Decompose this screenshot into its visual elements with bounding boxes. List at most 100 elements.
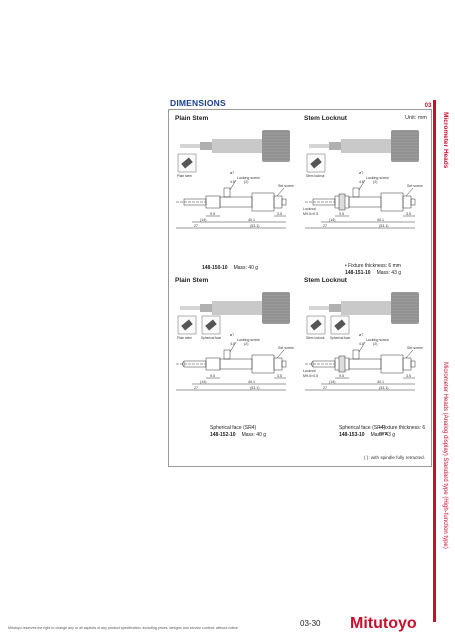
spherical-face-note: Spherical face (SR4)	[339, 425, 386, 431]
dimension-drawing	[305, 179, 416, 229]
mass-value: Mass: 43 g	[376, 270, 402, 276]
dimension-drawing	[176, 179, 287, 229]
dim-4-6: 4.6	[230, 180, 235, 184]
panel-title: Stem Locknut	[304, 115, 347, 122]
dim-27: 27	[323, 386, 327, 390]
dim-14: (14)	[200, 380, 206, 384]
stem-photo	[329, 304, 341, 312]
dim-3-5: 3.5	[277, 212, 282, 216]
dim-2: (2)	[373, 180, 377, 184]
locking-screw-label: Locking screw	[237, 176, 260, 180]
stem-photo	[329, 142, 341, 150]
sleeve-photo	[212, 301, 262, 315]
model-number: 148-152-10	[210, 432, 236, 438]
spherical-face-note: Spherical face (SR4)	[210, 425, 257, 431]
fixture-thickness-note: • Fixture thickness: 6 mm	[345, 263, 401, 269]
dim-40-1: 40.1	[248, 218, 255, 222]
spindle-photo	[180, 144, 200, 148]
spindle-photo	[180, 306, 200, 310]
footnote: ( ): with spindle fully retracted.	[364, 455, 426, 460]
panel-title: Stem Locknut	[304, 277, 347, 284]
dim-diameter-7: ø7	[230, 171, 234, 175]
dim-40-1: 40.1	[377, 218, 384, 222]
mass-value: Mass: 40 g	[241, 432, 267, 438]
inset-label: Spherical face	[201, 336, 221, 340]
inset-label: Spherical face	[330, 336, 350, 340]
inset-label: Plain stem	[177, 336, 192, 340]
locking-screw-label: Locking screw	[237, 338, 260, 342]
dim-diameter-7: ø7	[359, 171, 363, 175]
panel-title: Plain Stem	[175, 115, 209, 122]
mitutoyo-logo: Mitutoyo	[350, 615, 417, 632]
model-mass-line: 148-152-10 Mass: 40 g	[210, 432, 266, 438]
dim-40-1: 40.1	[248, 380, 255, 384]
locknut-spec-label: M9.5×0.5	[303, 374, 318, 378]
set-screw-label: Set screw	[278, 346, 294, 350]
stem-photo	[200, 304, 212, 312]
dimension-drawing	[305, 341, 416, 391]
dim-2: (2)	[373, 342, 377, 346]
inset-label: Plain stem	[177, 174, 192, 178]
dim-3-5: 3.5	[406, 212, 411, 216]
model-number: 148-151-10	[345, 270, 371, 276]
inset-label: Stem locknut	[306, 174, 325, 178]
inset-label: Stem locknut	[306, 336, 325, 340]
locknut-label: Locknut	[303, 207, 316, 211]
dim-9-5: 9.5	[210, 374, 215, 378]
locknut-spec-label: M9.5×0.5	[303, 212, 318, 216]
side-category-label: Micrometer Heads	[442, 112, 449, 169]
unit-label: Unit: mm	[405, 115, 427, 121]
product-photo	[309, 130, 419, 162]
side-accent-bar	[433, 100, 436, 622]
sleeve-photo	[341, 301, 391, 315]
dim-9-5: 9.5	[339, 374, 344, 378]
product-photo	[180, 130, 290, 162]
dim-27: 27	[194, 386, 198, 390]
product-photo	[309, 292, 419, 324]
dim-14: (14)	[200, 218, 206, 222]
dim-53-1: (53.1)	[250, 224, 259, 228]
section-title: DIMENSIONS	[170, 98, 226, 108]
dimension-drawing	[176, 341, 287, 391]
mass-value: Mass: 43 g	[370, 432, 396, 438]
footer-disclaimer: Mitutoyo reserves the right to change an…	[8, 626, 239, 630]
sleeve-photo	[212, 139, 262, 153]
dim-53-1: (53.1)	[250, 386, 259, 390]
dim-4-6: 4.6	[359, 342, 364, 346]
locknut-label: Locknut	[303, 369, 316, 373]
model-number: 148-153-10	[339, 432, 365, 438]
set-screw-label: Set screw	[407, 346, 423, 350]
dim-3-5: 3.5	[406, 374, 411, 378]
dim-40-1: 40.1	[377, 380, 384, 384]
side-subcategory-label: Micrometer Heads (Analog display) Standa…	[442, 362, 448, 549]
model-number: 148-150-10	[202, 265, 228, 271]
product-photo	[180, 292, 290, 324]
locking-screw-label: Locking screw	[366, 176, 389, 180]
dim-3-5: 3.5	[277, 374, 282, 378]
dim-14: (14)	[329, 218, 335, 222]
sleeve-photo	[341, 139, 391, 153]
model-mass-line: 148-153-10 Mass: 43 g	[339, 432, 395, 438]
logo-wordmark: Mitutoyo	[350, 615, 417, 632]
page-tab: 03	[424, 103, 432, 109]
dim-9-5: 9.5	[210, 212, 215, 216]
dim-4-6: 4.6	[230, 342, 235, 346]
dim-53-1: (53.1)	[379, 386, 388, 390]
dim-14: (14)	[329, 380, 335, 384]
model-mass-line: 148-151-10 Mass: 43 g	[345, 270, 401, 276]
dim-2: (2)	[244, 342, 248, 346]
fixture-thickness-note: • Fixture thickness: 6 mm	[379, 425, 426, 437]
stem-photo	[200, 142, 212, 150]
locking-screw-label: Locking screw	[366, 338, 389, 342]
spindle-photo	[309, 306, 329, 310]
panel-title: Plain Stem	[175, 277, 209, 284]
set-screw-label: Set screw	[407, 184, 423, 188]
set-screw-label: Set screw	[278, 184, 294, 188]
